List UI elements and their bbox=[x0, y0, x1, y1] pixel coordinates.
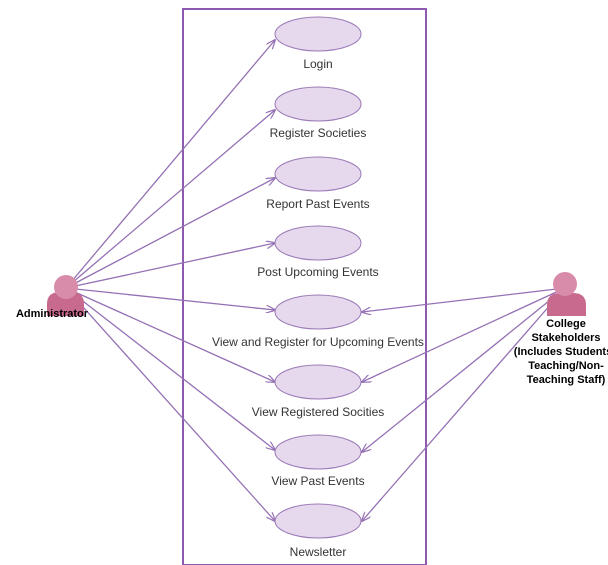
association-arrow-stakeholder-3 bbox=[362, 287, 566, 521]
association-arrow-stakeholder-0 bbox=[362, 287, 566, 312]
use-case-ellipse[interactable] bbox=[274, 86, 362, 122]
use-case-login[interactable]: Login bbox=[274, 16, 362, 71]
system-boundary bbox=[182, 8, 427, 565]
use-case-ellipse[interactable] bbox=[274, 434, 362, 470]
actor-body-icon bbox=[547, 293, 586, 316]
actor-administrator[interactable]: Administrator bbox=[16, 275, 89, 320]
use-case-post-upcoming-events[interactable]: Post Upcoming Events bbox=[257, 225, 379, 279]
association-arrow-admin-1 bbox=[65, 110, 275, 289]
use-case-label: Newsletter bbox=[290, 545, 347, 559]
association-arrow-admin-7 bbox=[65, 287, 275, 521]
use-case-view-past-events[interactable]: View Past Events bbox=[271, 434, 365, 488]
actor-head-icon bbox=[553, 272, 577, 296]
use-case-label: Post Upcoming Events bbox=[257, 265, 378, 279]
use-case-ellipse[interactable] bbox=[274, 225, 362, 261]
actor-label-line: Teaching Staff) bbox=[527, 374, 606, 386]
use-case-register-societies[interactable]: Register Societies bbox=[270, 86, 367, 140]
association-arrow-admin-2 bbox=[65, 178, 275, 289]
actor-college-stakeholders[interactable]: College Stakeholders (Includes Students … bbox=[514, 272, 608, 386]
association-arrow-admin-6 bbox=[65, 287, 275, 450]
use-case-newsletter[interactable]: Newsletter bbox=[274, 503, 362, 559]
use-case-ellipse[interactable] bbox=[274, 156, 362, 192]
actor-body-icon bbox=[47, 292, 84, 316]
actor-label-line: Stakeholders bbox=[531, 332, 600, 344]
association-arrow-admin-4 bbox=[65, 287, 275, 310]
use-case-label: View Past Events bbox=[271, 474, 364, 488]
use-case-ellipse[interactable] bbox=[274, 294, 362, 330]
association-arrow-admin-3 bbox=[65, 243, 275, 289]
use-case-report-past-events[interactable]: Report Past Events bbox=[266, 156, 370, 211]
association-arrow-stakeholder-2 bbox=[362, 287, 566, 452]
association-arrow-admin-0 bbox=[65, 40, 275, 289]
association-arrow-admin-5 bbox=[65, 287, 275, 382]
actor-label: Administrator bbox=[16, 308, 89, 320]
use-case-label: View Registered Socities bbox=[252, 405, 385, 419]
actor-head-icon bbox=[54, 275, 78, 299]
use-case-view-registered-socities[interactable]: View Registered Socities bbox=[252, 364, 385, 419]
actor-label-line: Teaching/Non- bbox=[528, 360, 604, 372]
association-arrow-stakeholder-1 bbox=[362, 287, 566, 382]
use-case-label: Login bbox=[303, 57, 332, 71]
use-case-label: View and Register for Upcoming Events bbox=[212, 335, 424, 349]
association-lines bbox=[65, 40, 566, 521]
use-case-view-register-upcoming[interactable]: View and Register for Upcoming Events bbox=[212, 294, 424, 349]
use-case-ellipse[interactable] bbox=[274, 16, 362, 52]
use-case-label: Register Societies bbox=[270, 126, 367, 140]
actor-label-line: (Includes Students bbox=[514, 346, 608, 358]
use-case-ellipse[interactable] bbox=[274, 364, 362, 400]
use-case-ellipse[interactable] bbox=[274, 503, 362, 539]
actor-label-line: College bbox=[546, 318, 586, 330]
use-case-label: Report Past Events bbox=[266, 197, 369, 211]
